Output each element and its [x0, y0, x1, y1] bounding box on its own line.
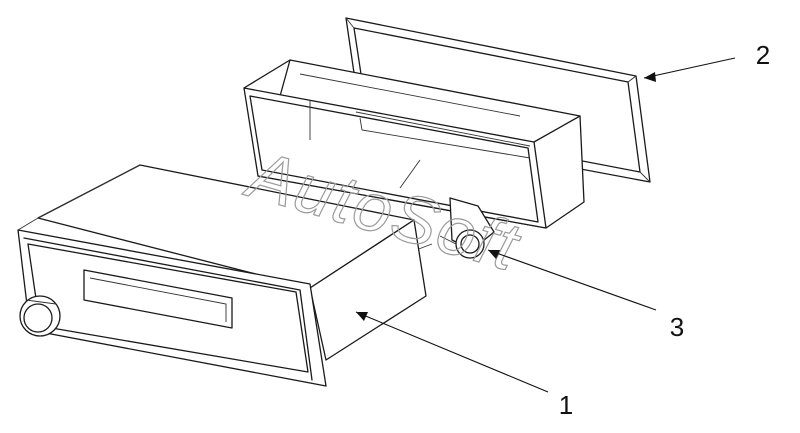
leader-lines	[355, 57, 736, 393]
mounting-sleeve	[243, 59, 585, 229]
callout-1: 1	[559, 390, 573, 420]
radio-unit-part-1	[17, 164, 427, 387]
connector-part-3	[415, 197, 495, 259]
callout-3: 3	[670, 312, 684, 342]
callout-2: 2	[756, 40, 770, 70]
